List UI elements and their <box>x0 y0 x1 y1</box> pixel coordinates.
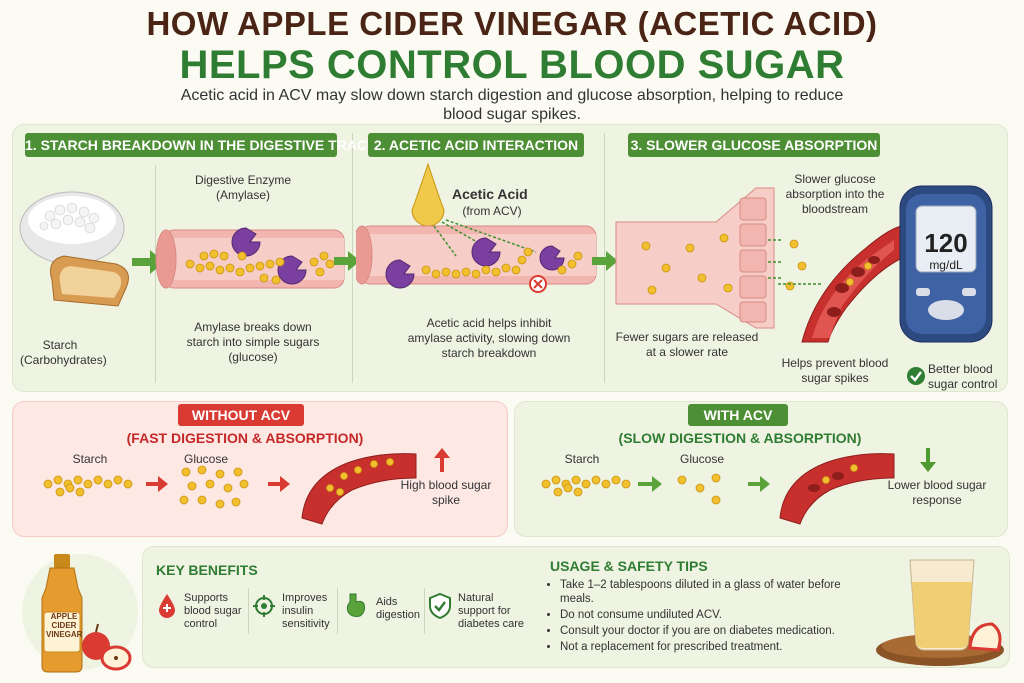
without-acv-header: WITHOUT ACV <box>178 404 304 426</box>
title-line-2: HELPS CONTROL BLOOD SUGAR <box>179 43 845 87</box>
step-1-header: 1. STARCH BREAKDOWN IN THE DIGESTIVE TRA… <box>25 133 376 157</box>
down-arrow-icon <box>920 448 936 472</box>
intestine-villi-icon <box>615 187 775 329</box>
inhibit-icon <box>529 275 547 293</box>
blood-drop-icon <box>159 594 175 618</box>
apple-icon <box>82 623 132 671</box>
step-2-header: 2. ACETIC ACID INTERACTION <box>368 133 584 157</box>
step-3-illustration <box>615 187 903 343</box>
tip-item: Take 1–2 tablespoons diluted in a glass … <box>560 578 860 606</box>
check-icon <box>907 367 925 385</box>
glucose-chain-icon <box>421 247 583 279</box>
bottle-label: APPLE CIDER VINEGAR <box>46 612 83 639</box>
without-acv-sub: (FAST DIGESTION & ABSORPTION) <box>126 430 364 446</box>
divider <box>337 588 338 634</box>
divider <box>248 588 249 634</box>
fewer-sugars-label: Fewer sugars are released at a slower ra… <box>615 330 759 359</box>
starch-chain-icon <box>541 475 631 497</box>
benefit-2: Improves insulin sensitivity <box>282 592 330 630</box>
with-glucose-label: Glucose <box>679 452 725 466</box>
arrow-icon <box>748 476 770 492</box>
acetic-acid-sub: (from ACV) <box>462 204 522 218</box>
water-glass-icon <box>876 559 1004 666</box>
divider <box>155 165 156 383</box>
benefit-4: Natural support for diabetes care <box>458 592 525 630</box>
step-3-header: 3. SLOWER GLUCOSE ABSORPTION <box>628 133 880 157</box>
tips-list: Take 1–2 tablespoons diluted in a glass … <box>548 578 860 656</box>
rice-bowl-icon <box>19 191 125 265</box>
tips-title: USAGE & SAFETY TIPS <box>550 558 708 574</box>
meter-unit: mg/dL <box>929 258 963 272</box>
starch-label: Starch (Carbohydrates) <box>20 338 107 367</box>
target-icon <box>253 595 275 617</box>
subtitle: Acetic acid in ACV may slow down starch … <box>180 87 844 123</box>
blood-vessel-icon <box>301 453 417 525</box>
step-1-caption: Amylase breaks down starch into simple s… <box>186 320 320 364</box>
lower-response-label: Lower blood sugar response <box>887 478 987 507</box>
arrow-icon <box>334 251 360 271</box>
arrow-icon <box>268 476 290 492</box>
up-arrow-icon <box>434 448 450 472</box>
step-2-illustration <box>356 162 597 293</box>
acid-droplet-icon <box>411 162 445 227</box>
slow-absorption-label: Slower glucose absorption into the blood… <box>785 172 885 216</box>
step-2-caption: Acetic acid helps inhibit amylase activi… <box>407 316 571 360</box>
tip-item: Not a replacement for prescribed treatme… <box>560 640 860 654</box>
tip-item: Consult your doctor if you are on diabet… <box>560 624 860 638</box>
glucose-dots-icon <box>179 465 249 509</box>
tip-item: Do not consume undiluted ACV. <box>560 608 860 622</box>
arrow-icon <box>146 476 168 492</box>
better-control-label: Better blood sugar control <box>928 362 998 391</box>
with-acv-header: WITH ACV <box>688 404 788 426</box>
amylase-enzyme-icon <box>231 227 307 285</box>
arrow-icon <box>638 476 662 492</box>
without-flow-illustration <box>43 448 450 525</box>
prevent-spikes-label: Helps prevent blood sugar spikes <box>781 356 889 385</box>
amylase-enzyme-icon <box>385 237 565 289</box>
glucose-chain-icon <box>185 249 335 285</box>
blood-vessel-icon <box>779 453 895 525</box>
starch-chain-icon <box>43 475 133 497</box>
step-1-illustration <box>19 191 345 307</box>
glucose-meter-icon <box>899 185 993 343</box>
meter-value: 120 <box>924 228 968 258</box>
apple-slice-icon <box>968 622 1002 652</box>
benefit-1: Supports blood sugar control <box>184 592 242 630</box>
with-starch-label: Starch <box>564 452 600 466</box>
benefits-title: KEY BENEFITS <box>156 562 258 578</box>
bread-icon <box>50 255 129 307</box>
enzyme-label: Digestive Enzyme (Amylase) <box>194 173 292 202</box>
benefit-3: Aids digestion <box>376 596 421 621</box>
stomach-icon <box>346 593 365 617</box>
title-line-1: HOW APPLE CIDER VINEGAR (ACETIC ACID) <box>146 5 878 42</box>
blood-vessel-icon <box>801 225 903 343</box>
with-flow-illustration <box>541 448 936 525</box>
without-starch-label: Starch <box>72 452 108 466</box>
acetic-acid-label: Acetic Acid <box>452 186 528 202</box>
divider <box>424 588 425 634</box>
acv-bottle-icon <box>22 554 138 673</box>
without-glucose-label: Glucose <box>183 452 229 466</box>
shield-icon <box>429 592 451 620</box>
with-acv-sub: (SLOW DIGESTION & ABSORPTION) <box>618 430 862 446</box>
benefits-panel <box>142 546 1010 668</box>
high-spike-label: High blood sugar spike <box>400 478 492 507</box>
glucose-dots-icon <box>677 473 721 505</box>
arrow-icon <box>592 251 618 271</box>
